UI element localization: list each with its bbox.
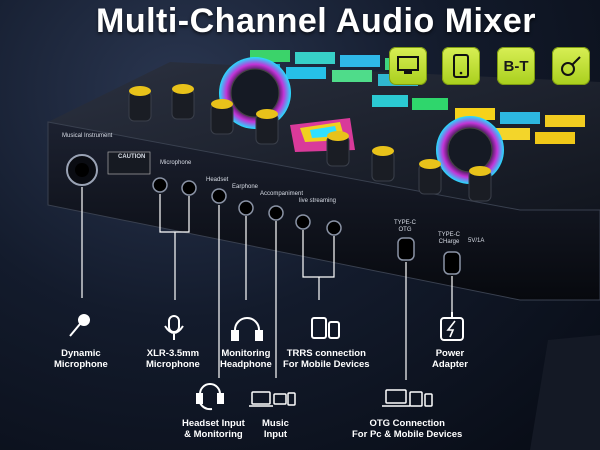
label-caution: CAUTION — [118, 154, 146, 160]
label-dc: 5V/1A — [468, 238, 485, 244]
knob — [128, 86, 152, 122]
caution-plate — [107, 151, 151, 175]
front-ports — [66, 151, 461, 275]
knob — [326, 131, 350, 167]
knob — [210, 99, 234, 135]
power-adapter-icon — [440, 312, 464, 341]
headset-jack — [211, 188, 227, 204]
dynamic-mic-icon — [69, 314, 90, 337]
badge-pc — [389, 47, 427, 85]
mic-jack-1 — [181, 180, 197, 196]
label-typec-otg: TYPE-C OTG — [394, 220, 417, 233]
live-jack-1 — [326, 220, 342, 236]
knob — [371, 146, 395, 182]
knob-group — [128, 84, 492, 202]
mobile-devices-icon — [311, 317, 340, 339]
badge-bt: B-T — [497, 47, 535, 85]
label-headset: Headset — [206, 177, 229, 183]
knob — [468, 166, 492, 202]
label-typec-charge: TYPE-C CHarge — [438, 232, 461, 245]
otg-devices-icon — [382, 389, 433, 407]
callout-lines — [81, 187, 453, 380]
callout-headset: Headset Input & Monitoring — [182, 418, 245, 440]
accompaniment-jack — [268, 205, 284, 221]
condenser-mic-icon — [164, 315, 184, 340]
badge-guitar — [552, 47, 590, 85]
label-accompaniment: Accompaniment — [260, 191, 304, 197]
callout-monitoring: Monitoring Headphone — [220, 348, 272, 370]
callout-dynamic: Dynamic Microphone — [54, 348, 108, 370]
earphone-jack — [238, 200, 254, 216]
label-microphone: Microphone — [160, 160, 192, 166]
monitor-icon — [397, 56, 419, 74]
callout-otg: OTG Connection For Pc & Mobile Devices — [352, 418, 463, 440]
label-earphone: Earphone — [232, 184, 259, 190]
badge-phone — [442, 47, 480, 85]
bluetooth-icon: B-T — [503, 57, 529, 75]
guitar-icon — [561, 56, 581, 76]
callout-music: Music Input — [262, 418, 289, 440]
headset-icon — [196, 383, 224, 411]
headphone-icon — [231, 317, 263, 341]
typec-otg-port — [397, 237, 415, 261]
callout-icons — [69, 312, 464, 411]
typec-charge-port — [443, 251, 461, 275]
live-jack-2 — [295, 214, 311, 230]
label-instrument: Musical Instrument — [62, 133, 113, 139]
callout-trrs: TRRS connection For Mobile Devices — [283, 348, 370, 370]
callout-power: Power Adapter — [432, 348, 468, 370]
callout-xlr: XLR-3.5mm Microphone — [146, 348, 200, 370]
knob — [171, 84, 195, 120]
mic-jack-2 — [152, 177, 168, 193]
page-title: Multi-Channel Audio Mixer — [96, 2, 537, 40]
label-live: live streaming — [299, 198, 337, 204]
music-devices-icon — [249, 391, 296, 407]
knob — [255, 109, 279, 145]
knob — [418, 159, 442, 195]
phone-icon — [453, 54, 469, 78]
